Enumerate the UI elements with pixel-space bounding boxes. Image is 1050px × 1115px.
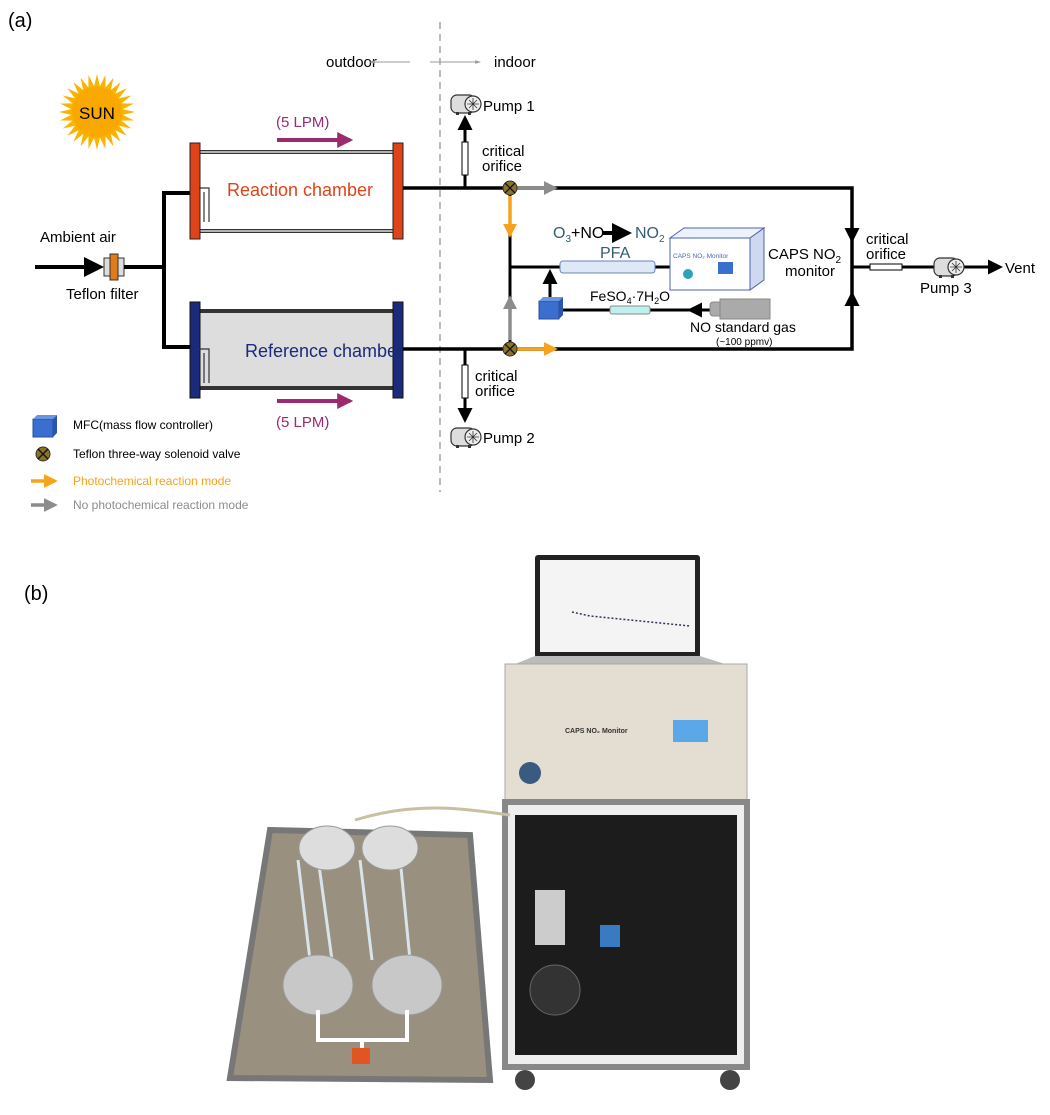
orifice3-label-line2: orifice [866, 246, 906, 263]
orifice1-label-line2: orifice [482, 158, 522, 175]
legend-mfc-label: MFC(mass flow controller) [73, 418, 213, 432]
panel-a-label: (a) [8, 10, 32, 32]
teflon-filter-label: Teflon filter [66, 286, 139, 303]
teflon-filter-icon [103, 253, 125, 281]
vent-label: Vent [1005, 260, 1036, 277]
sun-label: SUN [79, 104, 115, 123]
pump1-label: Pump 1 [483, 98, 535, 115]
pump3-label: Pump 3 [920, 280, 972, 297]
orifice2-label-line2: orifice [475, 383, 515, 400]
flow-rate-bottom: (5 LPM) [276, 414, 329, 431]
reaction-chamber-label: Reaction chamber [227, 180, 373, 200]
caps-box-label: CAPS NO₂ Monitor [673, 253, 729, 260]
reference-chamber [189, 301, 404, 399]
pump3-icon [933, 257, 965, 279]
solenoid-valve-bottom-icon [502, 341, 518, 357]
legend-photochemical-label: Photochemical reaction mode [73, 474, 231, 488]
gas-cylinder-icon [709, 298, 771, 320]
caps-label-line2: monitor [785, 263, 835, 280]
pfa-tube-icon [559, 260, 656, 274]
flow-rate-top: (5 LPM) [276, 114, 329, 131]
pfa-label: PFA [600, 245, 631, 262]
pump2-label: Pump 2 [483, 430, 535, 447]
reference-chamber-label: Reference chamber [245, 341, 403, 361]
critical-orifice-3-icon [869, 263, 903, 271]
legend: MFC(mass flow controller) Teflon three-w… [31, 414, 249, 512]
orifice1-label-line1: critical [482, 143, 525, 160]
legend-valve-label: Teflon three-way solenoid valve [73, 447, 241, 461]
no-gas-label: NO standard gas [690, 319, 796, 335]
critical-orifice-2-icon [461, 364, 469, 399]
caps-label-line1: CAPS NO2 [768, 246, 842, 266]
manifold-line [162, 191, 200, 349]
reaction-chamber [189, 142, 404, 240]
solenoid-valve-top-icon [502, 180, 518, 196]
mfc-icon [538, 296, 564, 320]
outdoor-label: outdoor [326, 54, 377, 71]
feso4-trap-icon [609, 305, 651, 315]
critical-orifice-1-icon [461, 141, 469, 176]
legend-no-photochemical-label: No photochemical reaction mode [73, 498, 249, 512]
photo-caps-monitor [504, 663, 748, 803]
legend-valve-icon [35, 446, 51, 462]
orifice3-label-line1: critical [866, 231, 909, 248]
caps-monitor-icon [668, 227, 766, 291]
no-gas-concentration: (~100 ppmv) [716, 337, 772, 348]
panel-b-label: (b) [24, 583, 48, 605]
reaction-equation: O3+NO [553, 225, 604, 245]
sun-icon [59, 74, 135, 150]
photo-laptop [515, 555, 725, 664]
legend-mfc-icon [32, 414, 58, 438]
photo-cart [502, 799, 750, 1090]
feso4-label: FeSO4·7H2O [590, 288, 670, 306]
orifice2-label-line1: critical [475, 368, 518, 385]
photo-instrument-label: CAPS NO₂ Monitor [565, 728, 628, 735]
pump2-icon [450, 427, 482, 449]
ambient-air-label: Ambient air [40, 229, 116, 246]
indoor-label: indoor [494, 54, 536, 71]
reaction-product: NO2 [635, 225, 665, 245]
pump1-icon [450, 94, 482, 116]
photo-chambers [226, 806, 511, 1084]
